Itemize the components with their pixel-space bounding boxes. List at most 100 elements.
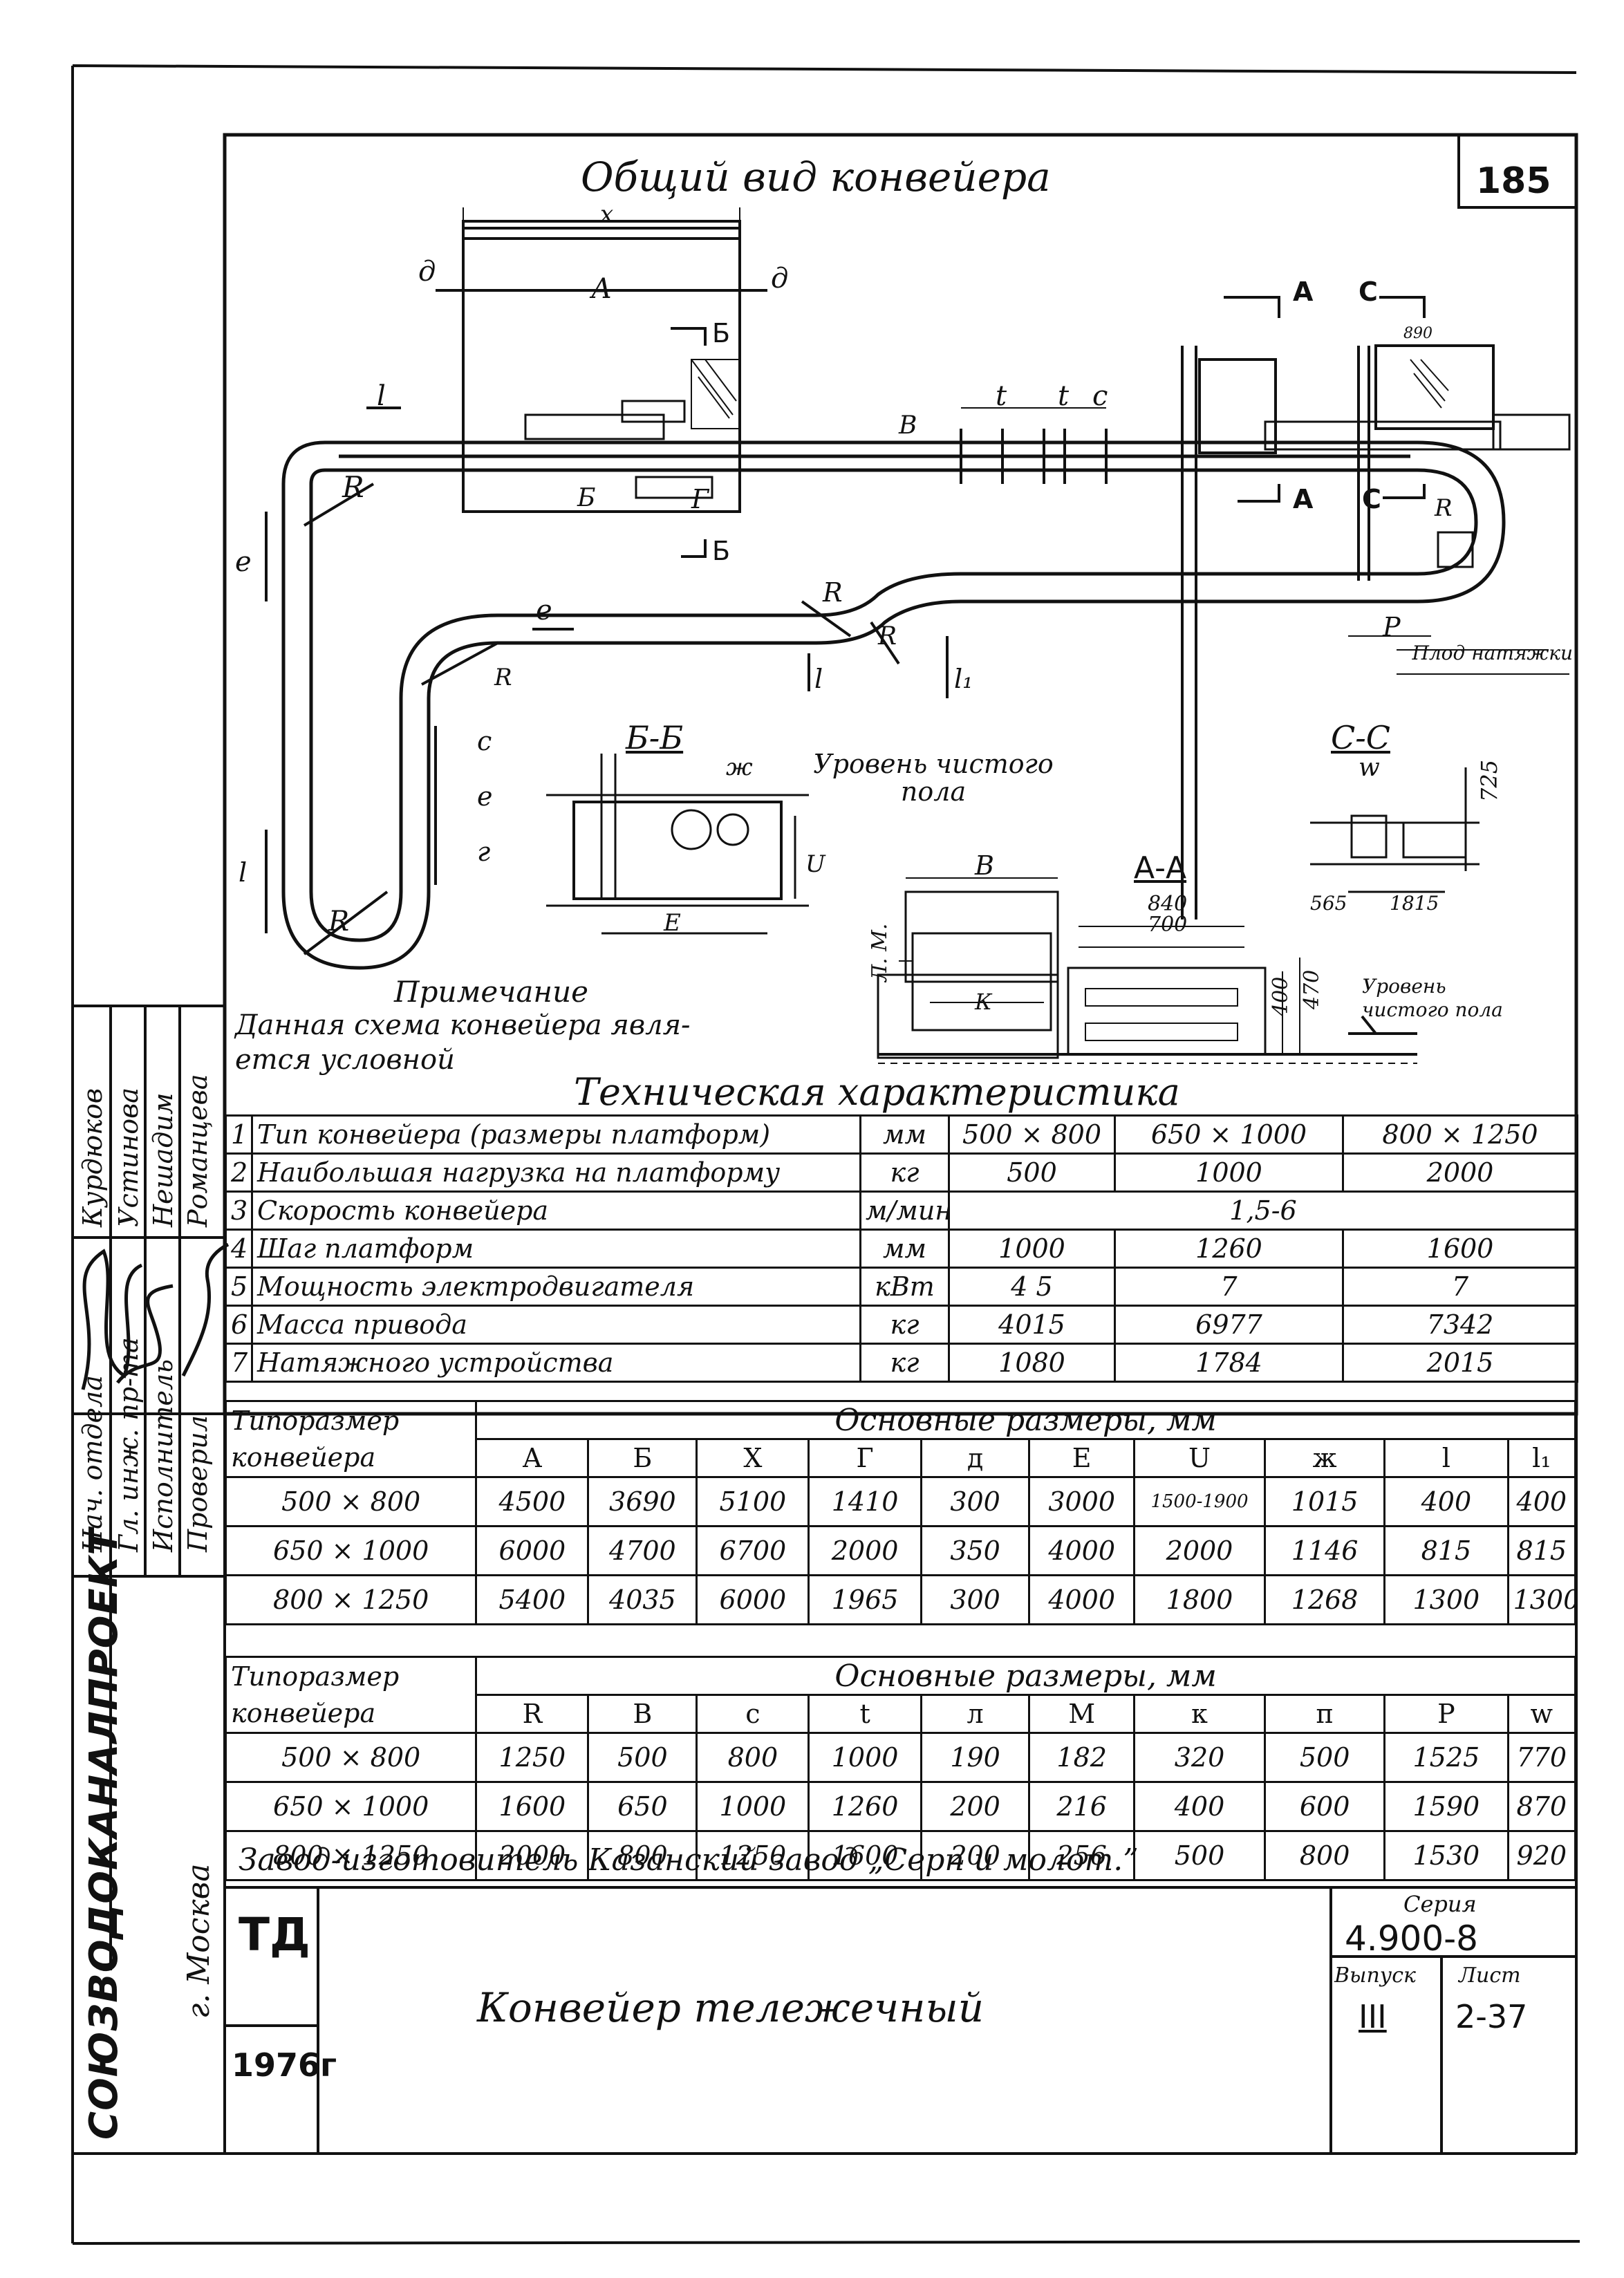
tech-v3: 800 × 1250 (1342, 1114, 1578, 1155)
dims2-cell: 1000 (696, 1781, 810, 1832)
label-c-mark: с (1092, 380, 1108, 412)
dims1-header: д (920, 1438, 1031, 1478)
dims2-cell: 1250 (696, 1830, 810, 1881)
label-e-mid: е (536, 595, 552, 626)
label-r-left: R (342, 470, 364, 504)
tech-unit: мм (859, 1114, 950, 1155)
stamp-series-label: Серия (1403, 1891, 1477, 1917)
dims2-cell: 1525 (1383, 1732, 1509, 1783)
label-plot-nat-text: Плод натяжки (1412, 642, 1573, 664)
dims1-cell: 1965 (808, 1574, 922, 1625)
dims1-type: 650 × 1000 (224, 1525, 478, 1576)
tech-v1: 4015 (948, 1305, 1116, 1345)
dims1-type-label1: Типоразмер (224, 1400, 478, 1439)
dims1-type: 500 × 800 (224, 1476, 478, 1527)
dims2-cell: 1530 (1383, 1830, 1509, 1881)
dims2-header: w (1506, 1694, 1577, 1734)
label-d2: д (771, 263, 789, 295)
dims2-cell: 870 (1506, 1781, 1577, 1832)
dims2-type-label1: Типоразмер (224, 1656, 478, 1695)
drawing-title: Общий вид конвейера (581, 153, 1051, 200)
dims1-header: Е (1028, 1438, 1135, 1478)
dims1-header: ж (1264, 1438, 1386, 1478)
tech-v1: 1080 (948, 1343, 1116, 1383)
tech-name: Наибольшая нагрузка на платформу (251, 1152, 861, 1193)
note-line2: ется условной (235, 1044, 455, 1076)
floor-level-top: Уровень чистого пола (785, 750, 1082, 805)
dims2-cell: 920 (1506, 1830, 1577, 1881)
section-aa-700: 700 (1148, 913, 1188, 937)
label-d1: д (418, 256, 436, 288)
dims1-cell: 815 (1383, 1525, 1509, 1576)
dims2-cell: 190 (920, 1732, 1031, 1783)
dims1-header: А (475, 1438, 590, 1478)
dims1-type: 800 × 1250 (224, 1574, 478, 1625)
dims1-cell: 300 (920, 1476, 1031, 1527)
tech-v3: 2000 (1342, 1152, 1578, 1193)
dims-table-2: Типоразмер Основные размеры, мм конвейер… (224, 1656, 1577, 1881)
dims2-type: 800 × 1250 (224, 1830, 478, 1881)
label-g-low: г (477, 837, 491, 867)
dims2-cell: 2000 (475, 1830, 590, 1881)
dims2-header: л (920, 1694, 1031, 1734)
dims2-cell: 500 (1264, 1732, 1386, 1783)
dims2-type: 500 × 800 (224, 1732, 478, 1783)
stamp-sheet-label: Лист (1459, 1963, 1521, 1988)
dims1-cell: 400 (1506, 1476, 1577, 1527)
dims1-header: Г (808, 1438, 922, 1478)
stamp-issue-value: III (1359, 1998, 1387, 2035)
dims1-cell: 5100 (696, 1476, 810, 1527)
floor-level-top-text: Уровень чистого пола (813, 749, 1054, 807)
label-a: А (591, 273, 613, 305)
tech-name: Скорость конвейера (251, 1191, 861, 1231)
section-cc-565: 565 (1310, 892, 1347, 915)
section-bb-e: Е (664, 909, 681, 937)
label-r-mid2: R (878, 622, 897, 651)
note-heading: Примечание (394, 975, 588, 1009)
dims2-cell: 1590 (1383, 1781, 1509, 1832)
label-b-mark: Б (577, 484, 596, 512)
dims1-cell: 3000 (1028, 1476, 1135, 1527)
dims2-cell: 200 (920, 1781, 1031, 1832)
stamp-product: Конвейер тележечный (477, 1984, 984, 2031)
dims1-header: Х (696, 1438, 810, 1478)
stamp-series-value: 4.900-8 (1345, 1918, 1478, 1959)
dims2-cell: 400 (1132, 1781, 1267, 1832)
stamp-sheet-value: 2-37 (1455, 1998, 1528, 2035)
dims1-cell: 5400 (475, 1574, 590, 1625)
dims1-cell: 4500 (475, 1476, 590, 1527)
dims1-cell: 300 (920, 1574, 1031, 1625)
section-cc-1815: 1815 (1390, 892, 1439, 915)
dims2-title: Основные размеры, мм (475, 1656, 1576, 1696)
label-e-low: е (477, 781, 493, 812)
section-bb-title: Б-Б (626, 719, 684, 756)
dims1-cell: 4700 (587, 1525, 698, 1576)
tech-unit: кг (859, 1343, 950, 1383)
dims2-header: к (1132, 1694, 1267, 1734)
label-plot-nat: Плод натяжки (1403, 642, 1573, 665)
tech-unit: мм (859, 1229, 950, 1269)
dims1-cell: 4000 (1028, 1574, 1135, 1625)
label-c-low: с (477, 726, 492, 756)
dims2-type: 650 × 1000 (224, 1781, 478, 1832)
section-cc-title: С-С (1331, 719, 1390, 756)
dims1-cell: 815 (1506, 1525, 1577, 1576)
tech-title: Техническая характеристика (574, 1070, 1180, 1114)
tech-num: 5 (225, 1267, 253, 1307)
dims1-cell: 1015 (1264, 1476, 1386, 1527)
stamp-issue-label: Выпуск (1334, 1963, 1416, 1988)
dims2-header: R (475, 1694, 590, 1734)
section-aa-840: 840 (1148, 892, 1188, 916)
dims1-cell: 400 (1383, 1476, 1509, 1527)
tech-v2: 1784 (1114, 1343, 1344, 1383)
tech-v2: 1,5-6 (948, 1191, 1578, 1231)
